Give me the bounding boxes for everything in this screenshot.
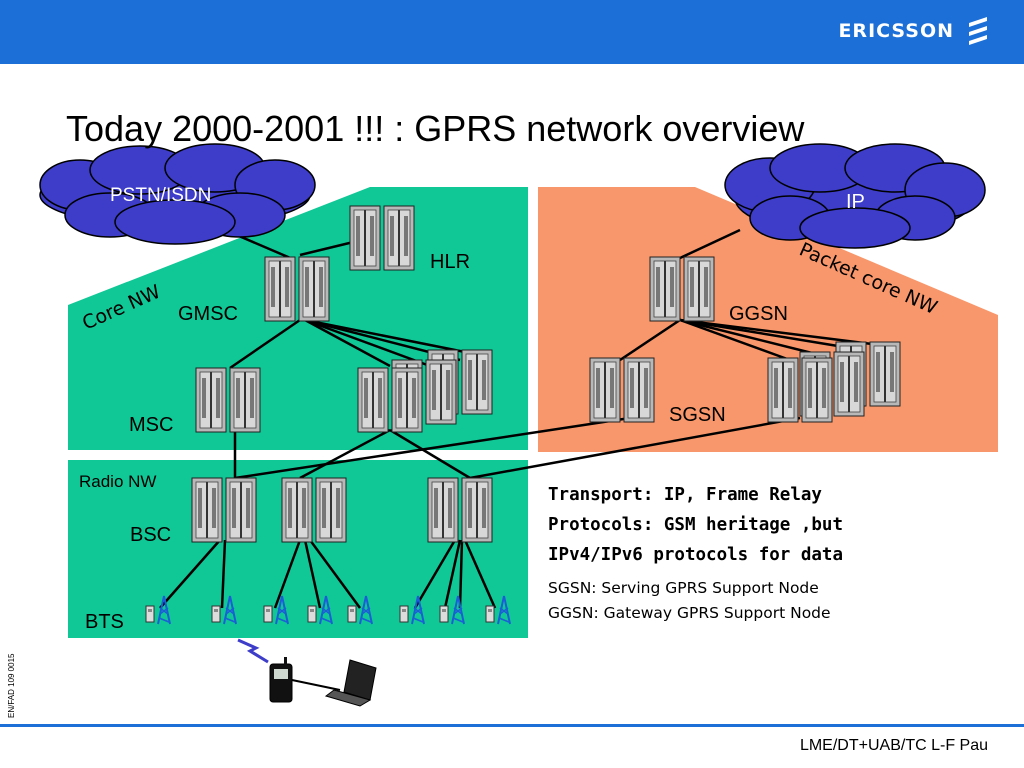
ipv-protocols-line: IPv4/IPv6 protocols for data: [548, 545, 844, 565]
header-bar: [0, 0, 1024, 64]
protocols-line: Protocols: GSM heritage ,but: [548, 515, 844, 535]
page-title: Today 2000-2001 !!! : GPRS network overv…: [66, 108, 805, 149]
bts-label: BTS: [85, 611, 124, 633]
sgsn-label: SGSN: [669, 404, 726, 426]
ggsn-label: GGSN: [729, 303, 788, 325]
radio-link-icon: [237, 638, 269, 664]
ericsson-logo-icon: [969, 17, 987, 45]
transport-line: Transport: IP, Frame Relay: [548, 485, 822, 505]
document-code-text: EN/FAD 109 0015: [7, 653, 16, 718]
laptop-icon: [324, 659, 377, 707]
footer-author: LME/DT+UAB/TC L-F Pau: [799, 737, 988, 754]
pstn-isdn-cloud-icon: [39, 143, 316, 245]
ggsn-definition: GGSN: Gateway GPRS Support Node: [548, 604, 831, 622]
ericsson-logo-text: ERICSSON: [838, 20, 954, 42]
ip-cloud-icon: [724, 143, 986, 249]
hlr-label: HLR: [430, 251, 470, 273]
sgsn-definition: SGSN: Serving GPRS Support Node: [548, 579, 819, 597]
acronym-definitions: SGSN: Serving GPRS Support Node GGSN: Ga…: [548, 576, 831, 626]
ip-label: IP: [846, 191, 865, 213]
msc-label: MSC: [129, 414, 173, 436]
pstn-isdn-label: PSTN/ISDN: [110, 185, 211, 206]
document-code: EN/FAD 109 0015: [7, 653, 16, 718]
mobile-phone-icon: [269, 657, 293, 703]
gmsc-label: GMSC: [178, 303, 238, 325]
transport-protocols-text: Transport: IP, Frame Relay Protocols: GS…: [548, 480, 843, 570]
footer-divider: [0, 724, 1024, 727]
radio-nw-label: Radio NW: [79, 472, 156, 491]
bsc-label: BSC: [130, 524, 171, 546]
